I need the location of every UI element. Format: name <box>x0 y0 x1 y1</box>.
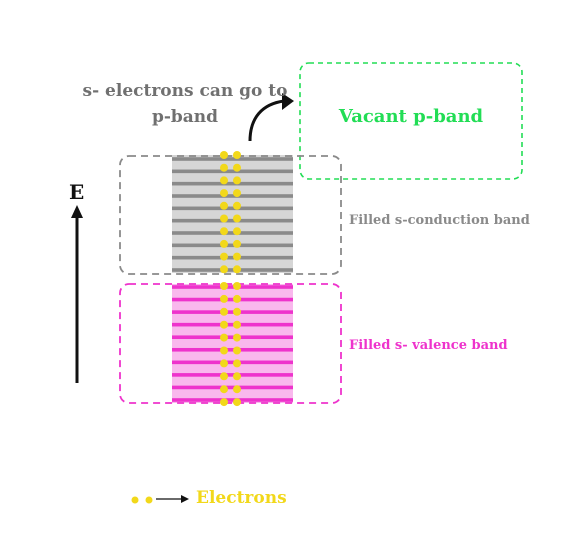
electron-dot <box>220 227 228 236</box>
electron-dot <box>233 163 241 172</box>
conduction-level-line <box>172 268 293 272</box>
conduction-level-line <box>172 157 293 161</box>
electron-dot <box>233 294 241 303</box>
caption-line-1: s- electrons can go to <box>82 81 288 101</box>
electron-dot <box>220 214 228 223</box>
conduction-level-line <box>172 169 293 174</box>
electron-dot <box>233 151 241 159</box>
electron-dots <box>220 151 241 407</box>
valence-band-box <box>119 283 342 404</box>
electron-dot <box>220 320 228 329</box>
electron-dot <box>220 151 228 159</box>
caption-label: s- electrons can go to p-band <box>80 78 290 130</box>
conduction-band-levels <box>172 155 293 273</box>
curved-arrowhead-icon <box>282 93 294 110</box>
energy-axis-label: E <box>69 180 85 204</box>
conduction-band-box <box>119 155 342 275</box>
valence-level-line <box>172 373 293 377</box>
electron-dot <box>220 307 228 316</box>
electron-dot <box>233 214 241 223</box>
electron-dot <box>220 372 228 381</box>
conduction-level-line <box>172 181 293 186</box>
electron-dot <box>220 333 228 342</box>
electron-dot <box>220 163 228 172</box>
curved-arrow-icon <box>248 99 285 142</box>
valence-level-line <box>172 398 293 402</box>
valence-band-levels <box>172 284 293 403</box>
valence-level-line <box>172 360 293 365</box>
valence-level-line <box>172 385 293 390</box>
conduction-level-line <box>172 255 293 260</box>
energy-axis-arrowhead-icon <box>71 205 83 218</box>
electron-dot <box>233 320 241 329</box>
electron-dot <box>220 239 228 248</box>
valence-lines-fill <box>172 284 293 403</box>
electron-dot <box>220 359 228 368</box>
electron-dot <box>220 385 228 394</box>
valence-level-line <box>172 297 293 302</box>
valence-band-label: Filled s- valence band <box>349 338 508 353</box>
electron-dot <box>233 307 241 316</box>
electron-dot <box>220 265 228 274</box>
electron-dot <box>233 282 241 290</box>
electron-dot <box>220 201 228 210</box>
electron-dot <box>220 252 228 261</box>
electron-dot <box>233 239 241 248</box>
vacant-p-band-label: Vacant p-band <box>338 106 484 127</box>
electron-dot <box>220 294 228 303</box>
electron-dot <box>233 385 241 394</box>
valence-level-line <box>172 310 293 314</box>
electron-dot <box>233 201 241 210</box>
electron-dot <box>220 282 228 290</box>
valence-level-line <box>172 335 293 340</box>
valence-level-line <box>172 285 293 289</box>
valence-level-line <box>172 347 293 352</box>
conduction-lines-fill <box>172 155 293 273</box>
electron-dot <box>233 398 241 407</box>
electron-dot <box>233 265 241 274</box>
conduction-level-line <box>172 218 293 223</box>
electron-dot <box>220 398 228 407</box>
conduction-level-line <box>172 231 293 235</box>
conduction-level-line <box>172 194 293 198</box>
electron-dot <box>233 176 241 185</box>
electron-dot <box>233 359 241 368</box>
legend-electron-dot <box>131 496 139 504</box>
electron-dot <box>220 176 228 185</box>
electron-dot <box>233 252 241 261</box>
electron-dot <box>220 189 228 198</box>
vacant-p-band-box <box>299 62 523 180</box>
electron-dot <box>220 346 228 355</box>
electron-dot <box>233 189 241 198</box>
electron-dot <box>233 227 241 236</box>
electron-dot <box>233 333 241 342</box>
electron-dot <box>233 372 241 381</box>
valence-level-line <box>172 322 293 327</box>
legend-electron-dot <box>145 496 153 504</box>
conduction-level-line <box>172 206 293 211</box>
caption-line-2: p-band <box>151 107 219 127</box>
conduction-level-line <box>172 243 293 248</box>
conduction-band-label: Filled s-conduction band <box>349 213 530 228</box>
electron-dot <box>233 346 241 355</box>
legend-label: Electrons <box>196 488 287 508</box>
